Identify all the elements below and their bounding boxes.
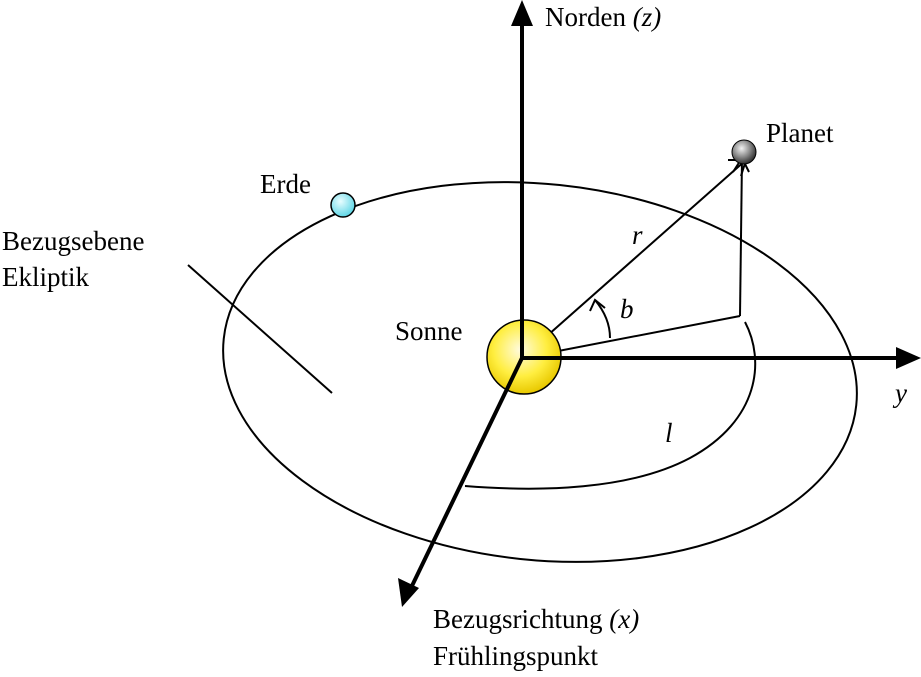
ecliptic-plane-ellipse	[222, 181, 858, 563]
plane-label-pointer	[187, 264, 333, 394]
planet-body	[731, 139, 757, 165]
z-axis-arrowhead	[511, 0, 533, 26]
north-label: Norden (z)	[545, 2, 661, 32]
earth-label: Erde	[260, 169, 311, 199]
x-axis	[408, 357, 524, 591]
planet-height-line	[739, 157, 743, 317]
longitude-arc	[464, 321, 757, 490]
radius-label: r	[632, 220, 643, 250]
y-axis-label: y	[892, 378, 907, 408]
reference-direction-label: Bezugsrichtung (x)	[433, 604, 639, 634]
longitude-label: l	[665, 418, 673, 448]
plane-label-line1: Bezugsebene	[2, 226, 144, 256]
y-axis-arrowhead	[896, 347, 921, 369]
latitude-arrowhead	[589, 298, 606, 312]
earth-body	[330, 192, 356, 218]
latitude-label: b	[620, 294, 634, 324]
planet-label: Planet	[766, 118, 834, 148]
x-axis-arrowhead	[398, 578, 419, 607]
vernal-point-label: Frühlingspunkt	[433, 641, 599, 671]
radius-vector	[521, 159, 747, 359]
sun-label: Sonne	[395, 316, 463, 346]
plane-label-line2: Ekliptik	[2, 262, 89, 292]
